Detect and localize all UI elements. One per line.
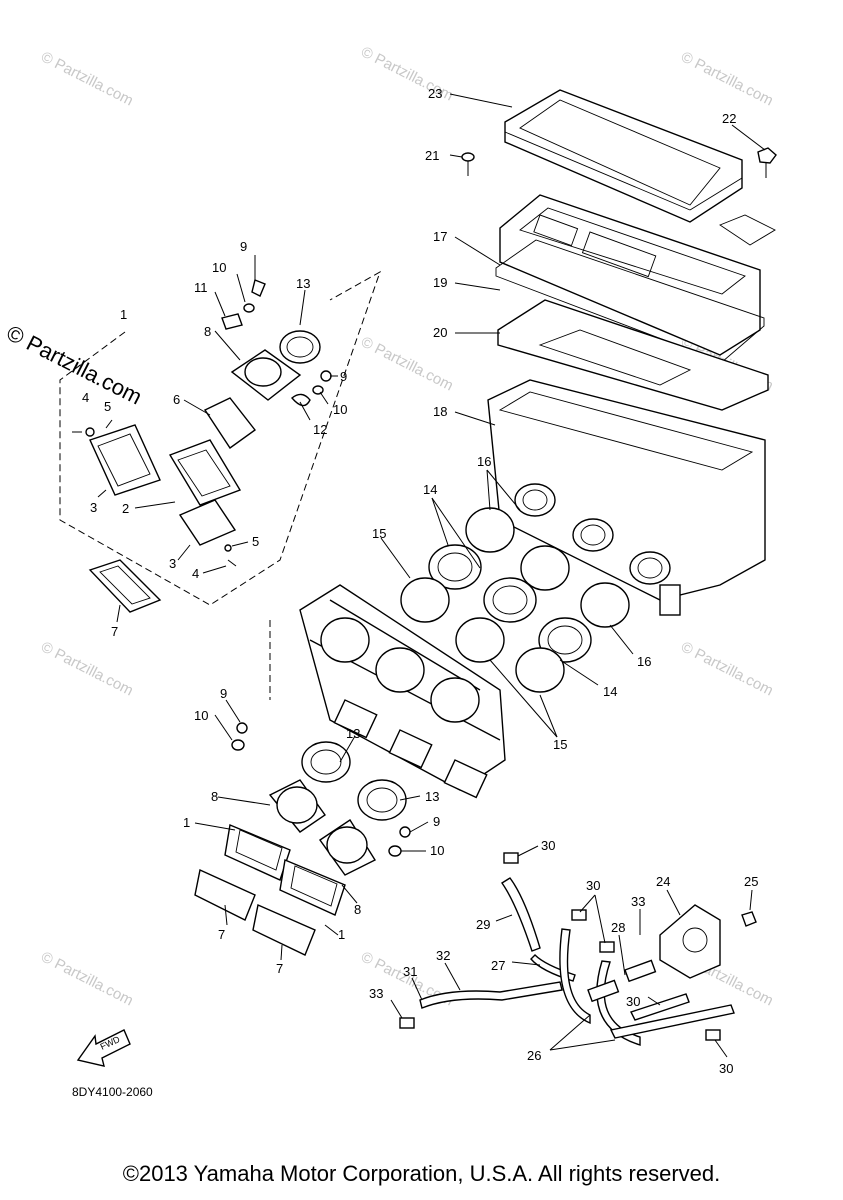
air-filter-cover-23 xyxy=(504,89,743,223)
gasket-19 xyxy=(495,239,765,363)
callout-10: 10 xyxy=(430,843,444,858)
callout-18: 18 xyxy=(433,404,447,419)
bolt-22 xyxy=(757,147,777,178)
callout-14: 14 xyxy=(603,684,617,699)
callout-11: 11 xyxy=(194,280,208,295)
callout-30: 30 xyxy=(626,994,640,1009)
callout-3: 3 xyxy=(169,556,176,571)
leader-lines xyxy=(97,93,766,1058)
callout-20: 20 xyxy=(433,325,447,340)
callout-labels: 23 22 21 17 19 20 18 1 9 10 11 13 8 9 10… xyxy=(82,86,758,1076)
callout-9: 9 xyxy=(340,369,347,384)
callout-1: 1 xyxy=(120,307,127,322)
watermark-tile: © Partzilla.com xyxy=(38,48,136,109)
callout-7: 7 xyxy=(111,624,118,639)
callout-17: 17 xyxy=(433,229,447,244)
reed-valve-group-box xyxy=(59,270,381,606)
callout-7: 7 xyxy=(276,961,283,976)
callout-1: 1 xyxy=(183,815,190,830)
callout-30: 30 xyxy=(719,1061,733,1076)
watermark-tile: © Partzilla.com xyxy=(38,638,136,699)
callout-9: 9 xyxy=(220,686,227,701)
watermark-tile: © Partzilla.com xyxy=(358,333,456,394)
callout-22: 22 xyxy=(722,111,736,126)
callout-29: 29 xyxy=(476,917,490,932)
callout-10: 10 xyxy=(333,402,347,417)
callout-3: 3 xyxy=(90,500,97,515)
callout-2: 2 xyxy=(122,501,129,516)
callout-4: 4 xyxy=(82,390,89,405)
callout-32: 32 xyxy=(436,948,450,963)
callout-25: 25 xyxy=(744,874,758,889)
callout-13: 13 xyxy=(296,276,310,291)
callout-15: 15 xyxy=(553,737,567,752)
callout-33: 33 xyxy=(369,986,383,1001)
callout-8: 8 xyxy=(354,902,361,917)
callout-19: 19 xyxy=(433,275,447,290)
air-box-lower-case-18 xyxy=(487,379,766,616)
callout-10: 10 xyxy=(212,260,226,275)
screw-21 xyxy=(461,152,475,176)
carburetor-assembly xyxy=(269,584,506,799)
air-filter-element-20 xyxy=(497,299,769,411)
callout-21: 21 xyxy=(425,148,439,163)
callout-24: 24 xyxy=(656,874,670,889)
callout-6: 6 xyxy=(173,392,180,407)
callout-15: 15 xyxy=(372,526,386,541)
callout-4: 4 xyxy=(192,566,199,581)
callout-10: 10 xyxy=(194,708,208,723)
callout-9: 9 xyxy=(433,814,440,829)
callout-30: 30 xyxy=(586,878,600,893)
callout-28: 28 xyxy=(611,920,625,935)
callout-27: 27 xyxy=(491,958,505,973)
callout-14: 14 xyxy=(423,482,437,497)
reed-valve-parts-left xyxy=(72,279,332,613)
callout-9: 9 xyxy=(240,239,247,254)
copyright-notice: ©2013 Yamaha Motor Corporation, U.S.A. A… xyxy=(122,1161,721,1186)
callout-30: 30 xyxy=(541,838,555,853)
callout-8: 8 xyxy=(211,789,218,804)
callout-23: 23 xyxy=(428,86,442,101)
callout-12: 12 xyxy=(313,422,327,437)
callout-31: 31 xyxy=(403,964,417,979)
callout-7: 7 xyxy=(218,927,225,942)
callout-5: 5 xyxy=(252,534,259,549)
callout-5: 5 xyxy=(104,399,111,414)
watermark-tile: © Partzilla.com xyxy=(678,638,776,699)
callout-13: 13 xyxy=(425,789,439,804)
intake-manifold-group-lower xyxy=(194,722,411,956)
callout-16: 16 xyxy=(477,454,491,469)
callout-8: 8 xyxy=(204,324,211,339)
watermark-tile: © Partzilla.com xyxy=(678,48,776,109)
forward-arrow-icon: FWD xyxy=(76,1029,131,1067)
callout-33: 33 xyxy=(631,894,645,909)
watermark-tile: © Partzilla.com xyxy=(38,948,136,1009)
fuel-pump-and-hoses xyxy=(399,852,757,1046)
callout-13: 13 xyxy=(346,726,360,741)
callout-16: 16 xyxy=(637,654,651,669)
callout-26: 26 xyxy=(527,1048,541,1063)
drawing-code: 8DY4100-2060 xyxy=(72,1085,153,1099)
callout-1: 1 xyxy=(338,927,345,942)
